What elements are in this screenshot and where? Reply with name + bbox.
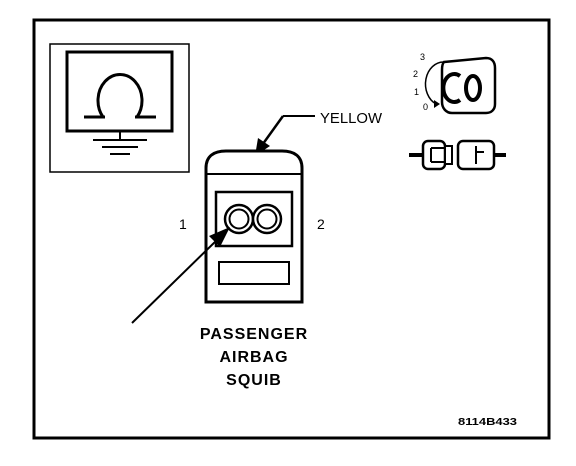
ignition-position-label: 1 (414, 87, 419, 97)
wire-color-label: YELLOW (320, 110, 383, 127)
ignition-position-label: 3 (420, 52, 425, 62)
pin-label-1: 1 (179, 216, 187, 232)
ignition-switch-icon: 3 2 1 0 (413, 52, 497, 115)
component-label-line: SQUIB (226, 372, 282, 389)
ohm-meter-icon (49, 43, 190, 173)
probe-arrow (131, 227, 230, 324)
airbag-squib-connector (204, 149, 304, 304)
pin-label-2: 2 (317, 216, 325, 232)
component-label-line: PASSENGER (200, 326, 308, 343)
figure-id: 8114B433 (458, 417, 518, 428)
component-label-line: AIRBAG (219, 349, 288, 366)
ignition-position-label: 2 (413, 69, 418, 79)
wire-color-callout: YELLOW (255, 110, 383, 156)
connector-disconnected-icon (409, 139, 506, 171)
ignition-position-label: 0 (423, 102, 428, 112)
